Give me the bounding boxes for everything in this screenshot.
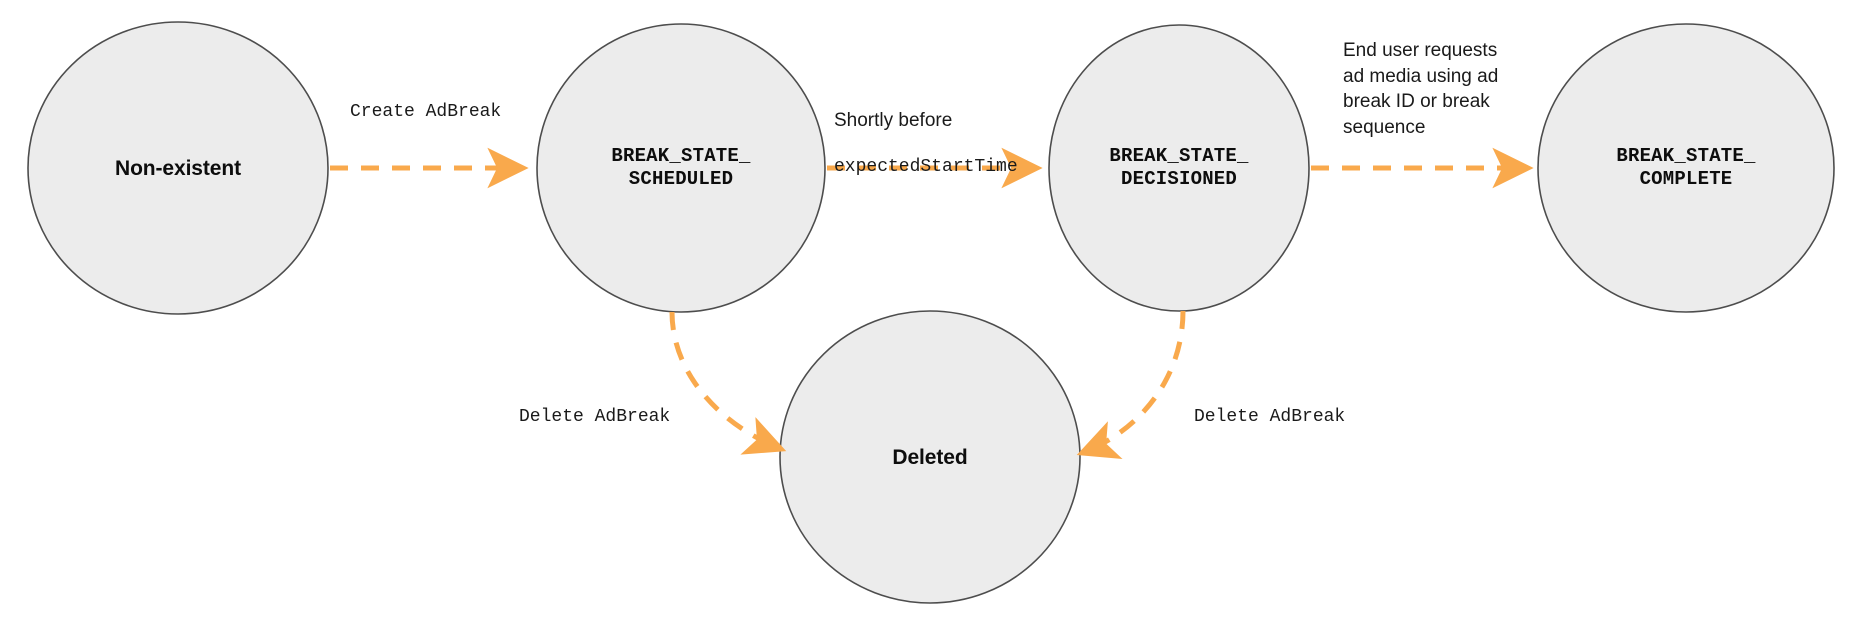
edges-layer	[330, 147, 1534, 460]
node-break-state-complete[interactable]	[1537, 23, 1835, 313]
edge-delete-adbreak-from-decisioned[interactable]	[1076, 310, 1186, 460]
nodes-layer	[27, 21, 1835, 604]
edge-delete-adbreak-from-scheduled[interactable]	[669, 311, 787, 455]
node-break-state-decisioned[interactable]	[1048, 24, 1310, 312]
node-break-state-scheduled[interactable]	[536, 23, 826, 313]
node-non-existent[interactable]	[27, 21, 329, 315]
node-deleted[interactable]	[779, 310, 1081, 604]
